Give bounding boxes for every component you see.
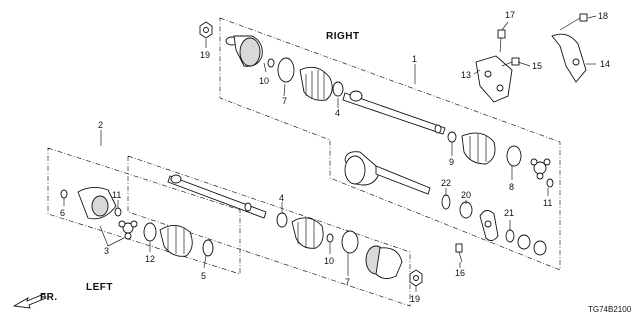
callout-19-top: 19 <box>200 50 210 60</box>
leader-lines <box>63 15 597 292</box>
left-assembly-boundary-inner <box>127 155 411 307</box>
right-shaft <box>342 92 446 135</box>
callout-3: 3 <box>104 246 109 256</box>
diagram-code: TG74B2100 <box>588 305 632 314</box>
callout-1: 1 <box>412 54 417 64</box>
left-side-label: LEFT <box>86 282 113 293</box>
right-seal-end <box>533 240 547 256</box>
right-band-7 <box>277 57 295 83</box>
bolt-17-icon <box>497 29 506 53</box>
right-clip-9 <box>447 131 457 143</box>
callout-4-left: 4 <box>279 193 284 203</box>
left-shaft <box>167 175 267 219</box>
callout-13: 13 <box>461 70 471 80</box>
callout-4-right: 4 <box>335 108 340 118</box>
callout-20: 20 <box>461 190 471 200</box>
left-clip-11 <box>114 207 122 217</box>
callout-16: 16 <box>455 268 465 278</box>
callout-7-right: 7 <box>282 96 287 106</box>
callout-6: 6 <box>60 208 65 218</box>
callout-22: 22 <box>441 178 451 188</box>
left-band-7 <box>341 230 359 254</box>
right-inboard-joint <box>344 151 431 195</box>
callout-10-left: 10 <box>324 256 334 266</box>
bolt-16-icon <box>455 243 463 263</box>
left-band-12 <box>143 222 157 242</box>
callout-5: 5 <box>201 271 206 281</box>
right-inner-boot <box>461 132 496 165</box>
left-clip-10 <box>326 233 334 243</box>
left-assembly-boundary-outer <box>47 147 241 275</box>
right-outer-boot <box>299 66 333 101</box>
callout-2: 2 <box>98 120 103 130</box>
callout-18: 18 <box>598 11 608 21</box>
callout-9: 9 <box>449 157 454 167</box>
front-direction-arrow: FR. <box>12 292 58 309</box>
left-inner-boot <box>159 225 193 257</box>
right-bearing-bracket <box>479 210 499 241</box>
left-clip-6 <box>60 189 68 199</box>
callout-7-left: 7 <box>345 277 350 287</box>
bracket-14 <box>551 33 587 83</box>
right-clip-21 <box>505 229 515 243</box>
right-side-label: RIGHT <box>326 31 360 42</box>
right-tripod-joint <box>530 158 551 180</box>
callout-8: 8 <box>509 182 514 192</box>
left-outboard-joint <box>365 245 403 279</box>
right-seal-22 <box>441 194 451 210</box>
callout-14: 14 <box>600 59 610 69</box>
right-clip-11 <box>546 178 554 188</box>
callout-11-left: 11 <box>112 190 121 200</box>
bolt-15-icon <box>501 57 520 67</box>
right-bearing-20 <box>459 201 473 219</box>
callout-15: 15 <box>532 61 542 71</box>
callout-19-bottom: 19 <box>410 294 420 304</box>
right-clip-10 <box>267 58 275 68</box>
left-tripod-joint <box>118 220 138 240</box>
nut-19-top-icon <box>199 21 213 39</box>
nut-19-bottom-icon <box>409 269 423 287</box>
front-label: FR. <box>40 292 58 303</box>
left-inboard-joint <box>77 187 117 220</box>
right-assembly-boundary <box>219 17 561 271</box>
left-outer-boot <box>291 217 324 249</box>
callout-10-right: 10 <box>259 76 269 86</box>
callout-11-right: 11 <box>543 198 552 208</box>
bolt-18-icon <box>559 13 588 31</box>
right-outboard-joint <box>225 35 263 67</box>
right-ring <box>517 234 531 250</box>
callout-12: 12 <box>145 254 155 264</box>
callout-17: 17 <box>505 10 515 20</box>
callout-21: 21 <box>504 208 514 218</box>
right-band-4 <box>332 81 344 97</box>
bracket-13 <box>475 55 513 103</box>
left-band-4 <box>276 212 288 228</box>
left-band-5 <box>202 239 214 257</box>
right-band-8 <box>506 145 522 167</box>
